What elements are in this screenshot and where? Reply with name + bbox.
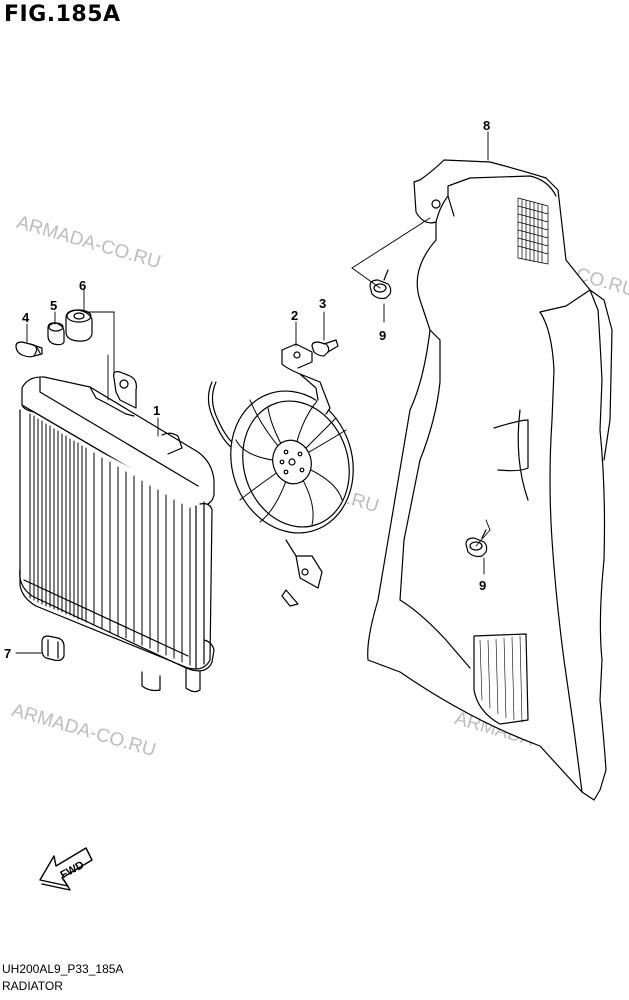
clip-part-7 bbox=[41, 635, 65, 662]
bolt-part-3 bbox=[311, 339, 339, 357]
screw-part-9-lower bbox=[465, 529, 488, 558]
fwd-arrow-icon: FWD bbox=[39, 847, 93, 891]
leader-lines bbox=[85, 311, 115, 401]
screw-part-9-upper bbox=[369, 269, 392, 300]
collar-part-5 bbox=[47, 322, 65, 346]
callout-5: 5 bbox=[50, 298, 57, 313]
callout-leaders bbox=[15, 131, 489, 654]
callout-6: 6 bbox=[79, 278, 86, 293]
radiator-cover bbox=[367, 159, 613, 801]
callout-4: 4 bbox=[22, 310, 30, 325]
vent-grid bbox=[517, 197, 549, 265]
radiator bbox=[19, 371, 215, 693]
cooling-fan bbox=[207, 343, 354, 607]
callout-7: 7 bbox=[4, 646, 11, 661]
figure-title: FIG.185A bbox=[4, 2, 121, 27]
grommet-part-6 bbox=[65, 309, 93, 342]
footer-code: UH200AL9_P33_185A bbox=[2, 962, 124, 976]
callout-2: 2 bbox=[291, 308, 298, 323]
callout-8: 8 bbox=[483, 118, 490, 133]
callout-9-lower: 9 bbox=[479, 578, 486, 593]
callout-3: 3 bbox=[319, 296, 326, 311]
footer-name: RADIATOR bbox=[2, 979, 63, 993]
radiator-core-fins bbox=[29, 413, 191, 666]
callout-1: 1 bbox=[153, 403, 160, 418]
bolt-part-4 bbox=[15, 341, 43, 358]
callout-9-upper: 9 bbox=[379, 328, 386, 343]
